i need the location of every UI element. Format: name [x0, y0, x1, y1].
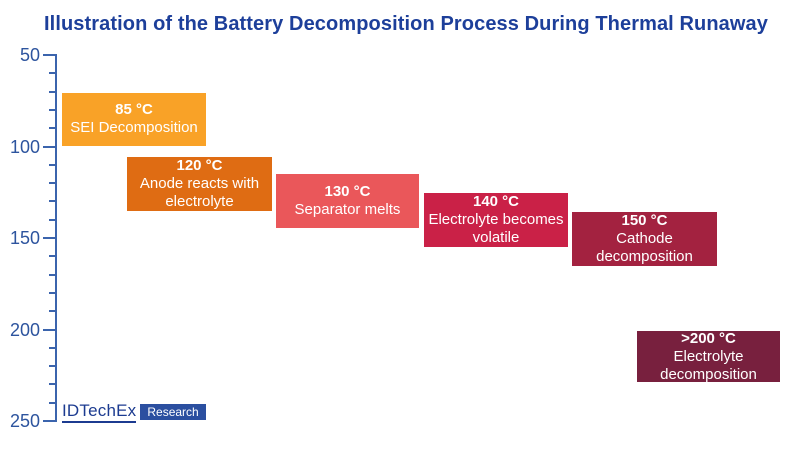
y-axis-minor-tick	[49, 346, 55, 349]
stage-description: Cathode decomposition	[596, 229, 693, 265]
y-axis-minor-tick	[49, 90, 55, 93]
stage-description: SEI Decomposition	[70, 119, 198, 137]
y-axis-major-tick	[43, 420, 55, 422]
y-axis-minor-tick	[49, 108, 55, 111]
stage-temperature-label: 130 °C	[324, 183, 371, 201]
y-axis-minor-tick	[49, 182, 55, 185]
y-axis-minor-tick	[49, 365, 55, 368]
stage-description: Separator melts	[294, 201, 401, 219]
research-badge: Research	[140, 404, 206, 420]
y-axis-minor-tick	[49, 200, 55, 203]
stage-temperature-label: >200 °C	[681, 329, 736, 347]
idtechex-logo: IDTechEx Research	[62, 402, 206, 423]
y-axis-tick-label: 50	[19, 45, 40, 65]
y-axis-major-tick	[43, 54, 55, 56]
y-axis-major-tick	[43, 145, 55, 148]
y-axis-major-tick	[43, 237, 55, 239]
y-axis-line	[55, 54, 57, 422]
y-axis-minor-tick	[49, 383, 55, 386]
y-axis-major-tick	[43, 328, 55, 331]
stage-temperature-label: 120 °C	[176, 157, 223, 174]
y-axis-minor-tick	[49, 255, 55, 258]
stage-temperature-label: 150 °C	[621, 211, 668, 229]
y-axis-tick-label: 100	[9, 136, 40, 157]
idtechex-wordmark: IDTechEx	[62, 402, 137, 423]
y-axis-minor-tick	[49, 218, 55, 221]
y-axis-minor-tick	[49, 401, 55, 404]
stage-temperature-label: 85 °C	[115, 101, 153, 119]
y-axis-minor-tick	[49, 127, 55, 130]
stage-description: Electrolyte becomes volatile	[428, 211, 564, 247]
y-axis-tick-label: 250	[9, 411, 40, 431]
y-axis-tick-label: 200	[9, 319, 40, 340]
stage-description: Electrolyte decomposition	[660, 347, 757, 383]
y-axis-tick-label: 150	[9, 228, 40, 248]
y-axis-minor-tick	[49, 291, 55, 294]
y-axis-minor-tick	[49, 72, 55, 75]
stage-temperature-label: 140 °C	[472, 193, 520, 211]
y-axis-minor-tick	[49, 310, 55, 313]
stage-description: Anode reacts with electrolyte	[139, 175, 260, 210]
y-axis-minor-tick	[49, 163, 55, 166]
y-axis-minor-tick	[49, 273, 55, 276]
chart-title: Illustration of the Battery Decompositio…	[44, 13, 768, 35]
